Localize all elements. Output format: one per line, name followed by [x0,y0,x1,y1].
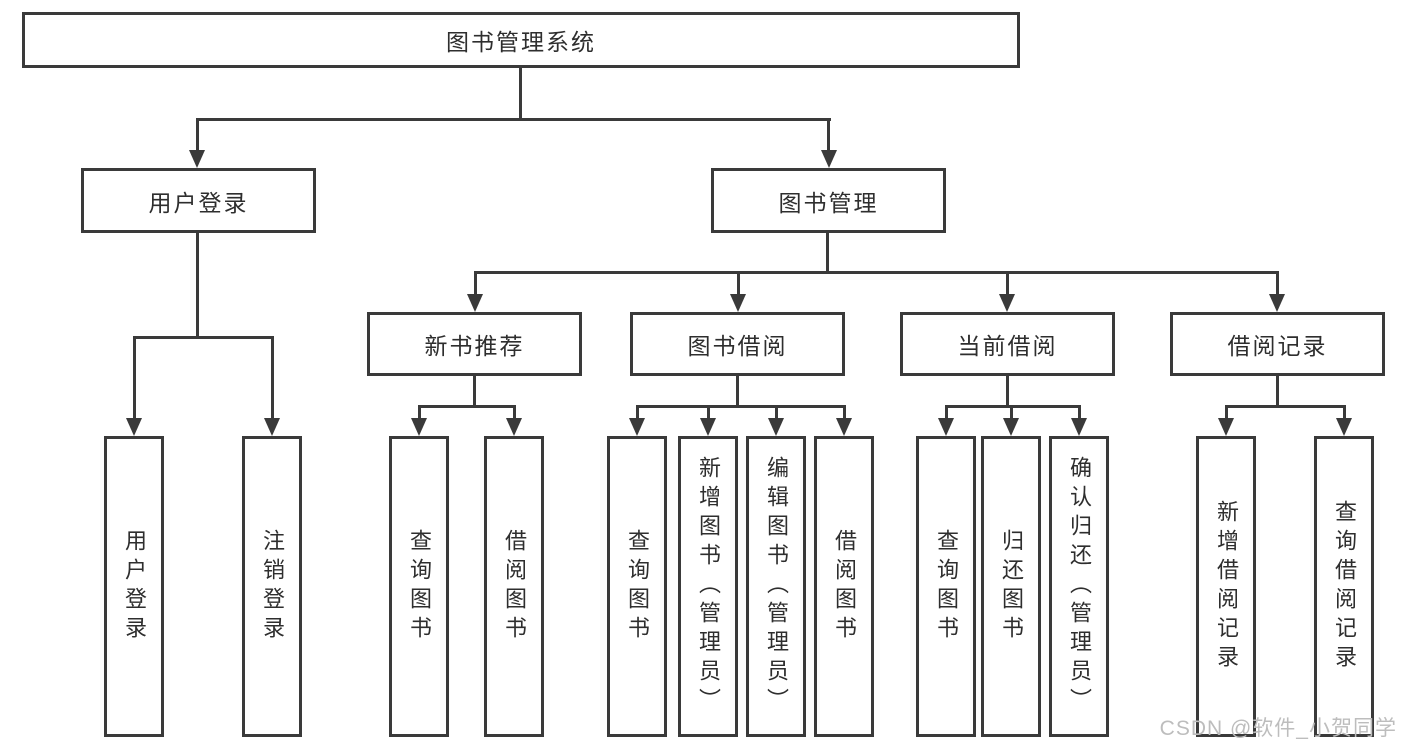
leaf-label: 新增借阅记录 [1214,499,1239,674]
leaf-label: 查询借阅记录 [1332,499,1357,674]
connector-line [1006,271,1009,296]
node-new-book-recommend: 新书推荐 [367,312,582,376]
connector-line [1006,376,1009,405]
connector-line [1226,405,1344,408]
leaf-borrow-books-newbook: 借阅图书 [484,436,544,737]
connector-line [707,405,710,420]
connector-line [519,68,522,118]
arrow-down-icon [999,294,1015,312]
connector-line [1276,376,1279,405]
leaf-label: 查询图书 [407,528,432,645]
node-book-borrow: 图书借阅 [630,312,845,376]
leaf-label: 归还图书 [999,528,1024,645]
arrow-down-icon [1071,418,1087,436]
connector-line [843,405,846,420]
leaf-return-books: 归还图书 [981,436,1041,737]
node-user-login: 用户登录 [81,168,316,233]
node-borrow-records-label: 借阅记录 [1227,333,1328,359]
leaf-edit-books-admin: 编辑图书（管理员） [746,436,806,737]
node-book-borrow-label: 图书借阅 [687,333,788,359]
connector-line [1078,405,1081,420]
leaf-label: 注销登录 [260,528,285,645]
arrow-down-icon [1003,418,1019,436]
connector-line [1343,405,1346,420]
connector-line [419,405,514,408]
leaf-label: 借阅图书 [502,528,527,645]
leaf-logout: 注销登录 [242,436,302,737]
connector-line [418,405,421,420]
leaf-label: 新增图书（管理员） [696,456,721,717]
connector-line [775,405,778,420]
arrow-down-icon [189,150,205,168]
arrow-down-icon [1269,294,1285,312]
connector-line [475,271,1277,274]
leaf-label: 查询图书 [934,528,959,645]
node-current-borrow-label: 当前借阅 [957,333,1058,359]
connector-line [271,336,274,420]
node-borrow-records: 借阅记录 [1170,312,1385,376]
connector-line [737,271,740,296]
arrow-down-icon [1336,418,1352,436]
connector-line [1276,271,1279,296]
arrow-down-icon [700,418,716,436]
node-current-borrow: 当前借阅 [900,312,1115,376]
node-root: 图书管理系统 [22,12,1020,68]
connector-line [945,405,948,420]
node-root-label: 图书管理系统 [446,29,596,55]
leaf-label: 编辑图书（管理员） [764,456,789,717]
arrow-down-icon [506,418,522,436]
leaf-label: 用户登录 [122,528,147,645]
leaf-add-borrow-record: 新增借阅记录 [1196,436,1256,737]
connector-line [637,405,844,408]
connector-line [513,405,516,420]
leaf-confirm-return-admin: 确认归还（管理员） [1049,436,1109,737]
arrow-down-icon [126,418,142,436]
connector-line [827,118,830,152]
connector-line [197,118,831,121]
leaf-query-books-newbook: 查询图书 [389,436,449,737]
arrow-down-icon [730,294,746,312]
leaf-query-books-current: 查询图书 [916,436,976,737]
connector-line [1225,405,1228,420]
leaf-user-login: 用户登录 [104,436,164,737]
connector-line [736,376,739,405]
connector-line [474,271,477,296]
connector-line [133,336,136,420]
connector-line [473,376,476,405]
leaf-borrow-books: 借阅图书 [814,436,874,737]
arrow-down-icon [1218,418,1234,436]
leaf-add-books-admin: 新增图书（管理员） [678,436,738,737]
node-new-book-recommend-label: 新书推荐 [424,333,525,359]
node-user-login-label: 用户登录 [148,189,249,216]
node-book-management: 图书管理 [711,168,946,233]
connector-line [134,336,272,339]
csdn-watermark: CSDN @软件_小贺同学 [1159,717,1397,740]
connector-line [636,405,639,420]
leaf-label: 借阅图书 [832,528,857,645]
connector-line [196,118,199,152]
node-book-management-label: 图书管理 [778,189,879,216]
arrow-down-icon [836,418,852,436]
connector-line [1010,405,1013,420]
leaf-label: 查询图书 [625,528,650,645]
arrow-down-icon [938,418,954,436]
arrow-down-icon [264,418,280,436]
arrow-down-icon [411,418,427,436]
arrow-down-icon [768,418,784,436]
leaf-query-books-borrow: 查询图书 [607,436,667,737]
connector-line [196,233,199,336]
arrow-down-icon [467,294,483,312]
connector-line [826,233,829,271]
leaf-label: 确认归还（管理员） [1067,456,1092,717]
arrow-down-icon [821,150,837,168]
leaf-query-borrow-record: 查询借阅记录 [1314,436,1374,737]
arrow-down-icon [629,418,645,436]
